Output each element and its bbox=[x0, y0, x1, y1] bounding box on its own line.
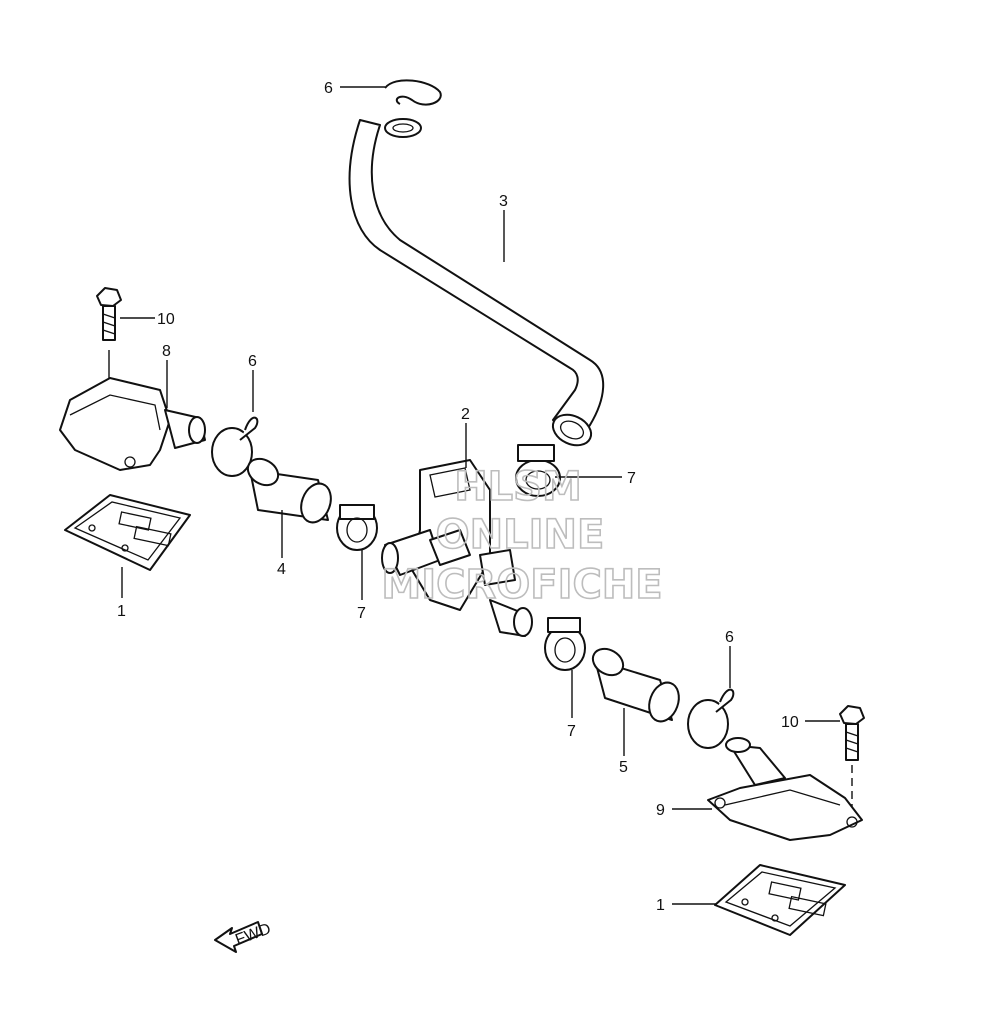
label-clip-left: 6 bbox=[248, 353, 257, 370]
hose-4 bbox=[246, 457, 332, 524]
reed-plate-right bbox=[714, 864, 846, 936]
bolt-right bbox=[839, 705, 865, 761]
leader-lines bbox=[120, 86, 840, 905]
watermark-line3: MICROFICHE bbox=[381, 562, 662, 608]
spring-clip-right bbox=[687, 688, 735, 749]
part-labels: 6 3 10 8 6 2 7 4 1 7 6 10 7 5 9 1 bbox=[117, 80, 799, 914]
label-bolt-right: 10 bbox=[781, 714, 799, 731]
label-hose-4: 4 bbox=[277, 561, 286, 578]
label-clamp-lower: 7 bbox=[567, 723, 576, 740]
fwd-arrow: FWD bbox=[214, 920, 273, 953]
watermark-line2: ONLINE bbox=[436, 512, 605, 558]
label-valve-2: 2 bbox=[461, 406, 470, 423]
hose-clamp-upper bbox=[515, 444, 561, 497]
hose-clamp-left bbox=[336, 504, 378, 551]
spring-clip-top bbox=[384, 79, 442, 106]
cover-8 bbox=[59, 377, 206, 471]
label-clamp-left: 7 bbox=[357, 605, 366, 622]
label-hose-5: 5 bbox=[619, 759, 628, 776]
label-hose-3: 3 bbox=[499, 193, 508, 210]
label-clamp-upper: 7 bbox=[627, 470, 636, 487]
label-reed-right: 1 bbox=[656, 897, 665, 914]
cover-9 bbox=[707, 737, 863, 841]
label-cover-9: 9 bbox=[656, 802, 665, 819]
watermark-line1: HLSM bbox=[454, 464, 582, 510]
air-valve-2 bbox=[381, 459, 533, 637]
label-clip-top: 6 bbox=[324, 80, 333, 97]
watermark: HLSM ONLINE MICROFICHE bbox=[381, 463, 664, 609]
label-reed-left: 1 bbox=[117, 603, 126, 620]
reed-plate-left bbox=[64, 494, 191, 571]
spring-clip-left bbox=[211, 416, 259, 477]
bolt-left bbox=[96, 287, 122, 341]
label-bolt-left: 10 bbox=[157, 311, 175, 328]
hose-clamp-lower bbox=[544, 617, 586, 671]
label-clip-right: 6 bbox=[725, 629, 734, 646]
hose-5 bbox=[591, 647, 680, 723]
label-cover-8: 8 bbox=[162, 343, 171, 360]
fwd-arrow-text: FWD bbox=[233, 920, 273, 948]
hose-3 bbox=[348, 118, 605, 447]
